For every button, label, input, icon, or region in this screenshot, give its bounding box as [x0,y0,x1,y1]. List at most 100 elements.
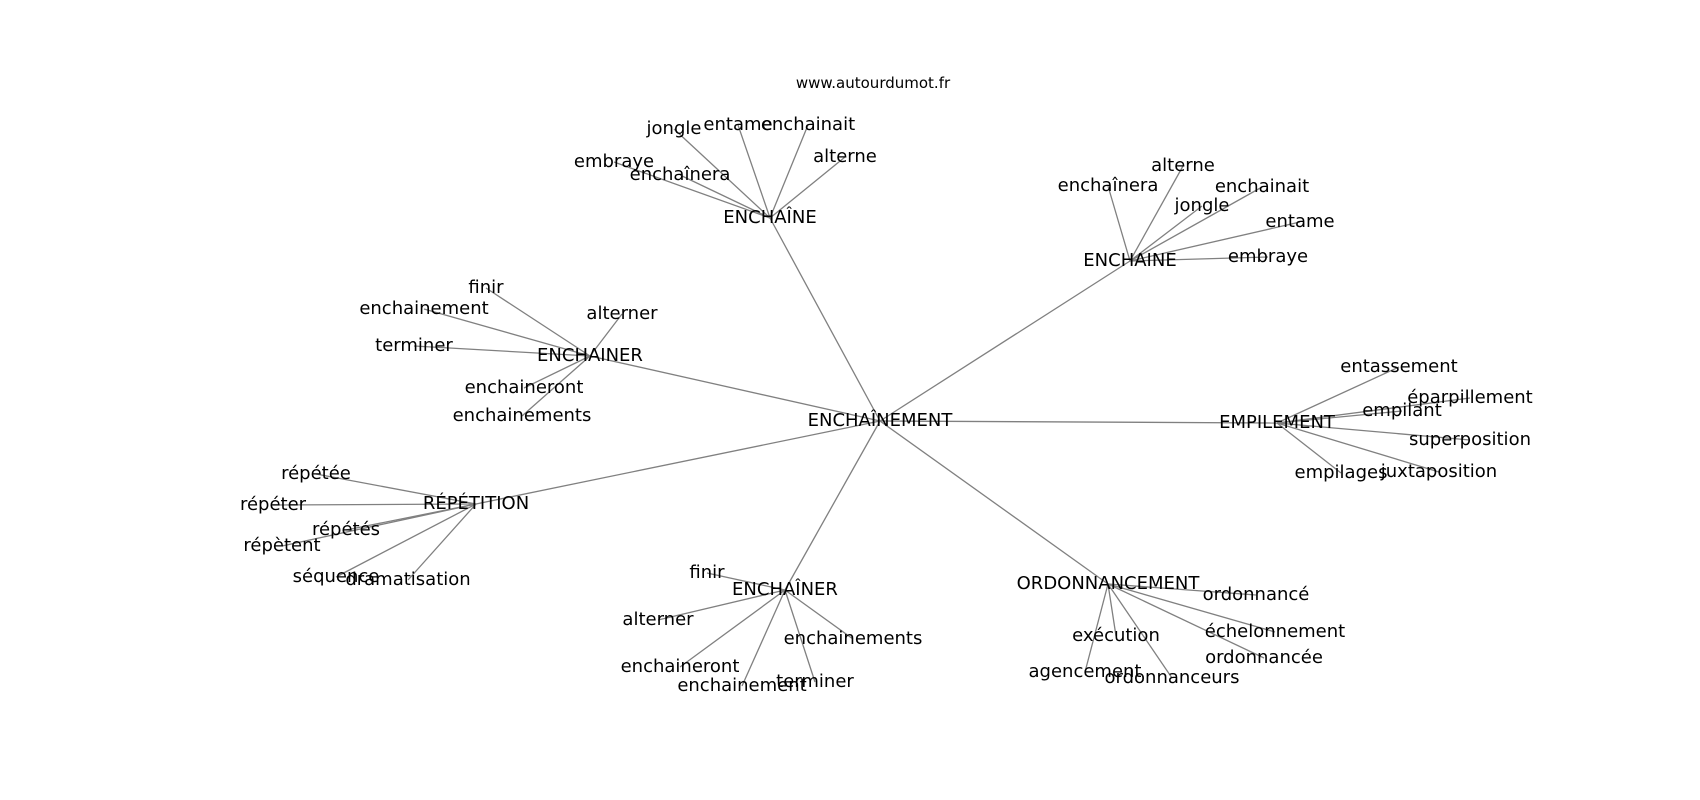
leaf-node-label: ordonnancée [1205,647,1323,668]
leaf-node-label: alterner [622,609,694,630]
leaf-node-label: ordonnanceurs [1105,667,1240,688]
edge-hub-leaf [485,287,591,357]
edge-center-hub [879,420,1109,585]
edge-hub-leaf [613,161,771,219]
edge-center-hub [879,260,1131,422]
edge-hub-leaf [272,503,477,506]
leaf-node-label: alterne [1151,155,1215,176]
leaf-node-label: entame [703,114,772,135]
leaf-node-label: entassement [1340,356,1457,377]
edge-hub-leaf [1276,366,1400,424]
leaf-node-label: enchainements [453,405,592,426]
leaf-node-label: répètent [243,535,320,556]
edge-hub-leaf [1084,583,1109,673]
hub-node-label: EMPILEMENT [1219,412,1336,433]
edge-hub-leaf [1107,185,1131,262]
source-watermark: www.autourdumot.fr [796,74,951,92]
leaf-node-label: enchaînera [630,164,731,185]
leaf-node-label: éparpillement [1407,387,1533,408]
leaf-node-label: répéter [240,494,307,515]
edge-hub-leaf [1107,583,1173,679]
edge-center-hub [879,420,1278,424]
leaf-node-label: jongle [646,118,702,139]
edge-hub-leaf [1107,583,1117,637]
leaf-node-label: superposition [1409,429,1531,450]
edge-hub-leaf [521,355,591,417]
leaf-node-label: finir [689,562,725,583]
edge-hub-leaf [335,503,477,578]
edge-hub-leaf [423,308,591,357]
leaf-node-label: juxtaposition [1380,461,1497,482]
graph-edges [272,124,1471,687]
edge-hub-leaf [589,313,623,357]
edge-hub-leaf [1276,397,1471,424]
leaf-node-label: jongle [1174,195,1230,216]
leaf-node-label: enchaînera [1058,175,1159,196]
edge-hub-leaf [737,124,771,219]
edge-hub-leaf [1276,422,1342,474]
edge-hub-leaf [1129,186,1263,262]
leaf-node-label: alterner [586,303,658,324]
edge-hub-leaf [741,589,786,687]
leaf-node-label: répétée [281,463,351,484]
edge-hub-leaf [1276,410,1403,424]
edge-hub-leaf [679,174,771,219]
edge-hub-leaf [1107,583,1257,596]
edge-hub-leaf [706,572,786,591]
center-node-label: ENCHAÎNEMENT [808,409,954,431]
edge-hub-leaf [1129,205,1203,262]
edge-hub-leaf [1276,422,1440,473]
edge-center-hub [589,355,881,422]
edge-hub-leaf [281,503,477,547]
leaf-node-label: embraye [1228,246,1308,267]
edge-hub-leaf [407,503,477,581]
hub-node-label: ENCHAÎNER [732,578,838,600]
leaf-node-label: embraye [574,151,654,172]
edge-hub-leaf [1129,221,1301,262]
leaf-node-label: répétés [312,519,380,540]
edge-hub-leaf [769,124,809,219]
edge-hub-leaf [1107,583,1265,659]
leaf-node-label: alterne [813,146,877,167]
edge-center-hub [769,217,881,422]
leaf-node-label: terminer [375,335,453,356]
edge-hub-leaf [657,589,786,621]
leaf-node-label: exécution [1072,625,1160,646]
leaf-node-label: échelonnement [1205,621,1345,642]
leaf-node-label: enchaineront [465,377,584,398]
leaf-node-label: enchainait [1215,176,1309,197]
leaf-node-label: ordonnancé [1203,584,1310,605]
edge-hub-leaf [1107,583,1276,633]
edge-hub-leaf [1129,256,1269,262]
edge-center-hub [784,420,881,591]
leaf-node-label: enchaineront [621,656,740,677]
hub-node-label: ENCHAÎNE [723,206,816,228]
leaf-node-label: dramatisation [345,569,470,590]
leaf-node-label: finir [468,277,504,298]
edge-hub-leaf [315,473,477,505]
leaf-node-label: enchainements [784,628,923,649]
leaf-node-label: enchainement [677,675,806,696]
leaf-node-label: agencement [1029,661,1142,682]
edge-hub-leaf [523,355,591,389]
hub-node-label: ENCHAINER [537,345,643,366]
edge-hub-leaf [673,128,771,219]
leaf-node-label: empilant [1362,400,1442,421]
leaf-node-label: séquence [293,566,380,587]
leaf-node-label: empilages [1295,462,1388,483]
edge-hub-leaf [784,589,854,640]
hub-node-label: ENCHAINE [1083,250,1176,271]
edge-hub-leaf [413,345,591,357]
edge-hub-leaf [784,589,816,683]
leaf-node-label: entame [1265,211,1334,232]
leaf-node-label: enchainement [359,298,488,319]
edge-hub-leaf [679,589,786,668]
edge-hub-leaf [1276,422,1471,441]
edge-hub-leaf [1129,165,1184,262]
hub-node-label: RÉPÉTITION [423,492,529,514]
leaf-node-label: enchainait [761,114,855,135]
edge-hub-leaf [769,156,846,219]
edge-center-hub [475,420,881,505]
